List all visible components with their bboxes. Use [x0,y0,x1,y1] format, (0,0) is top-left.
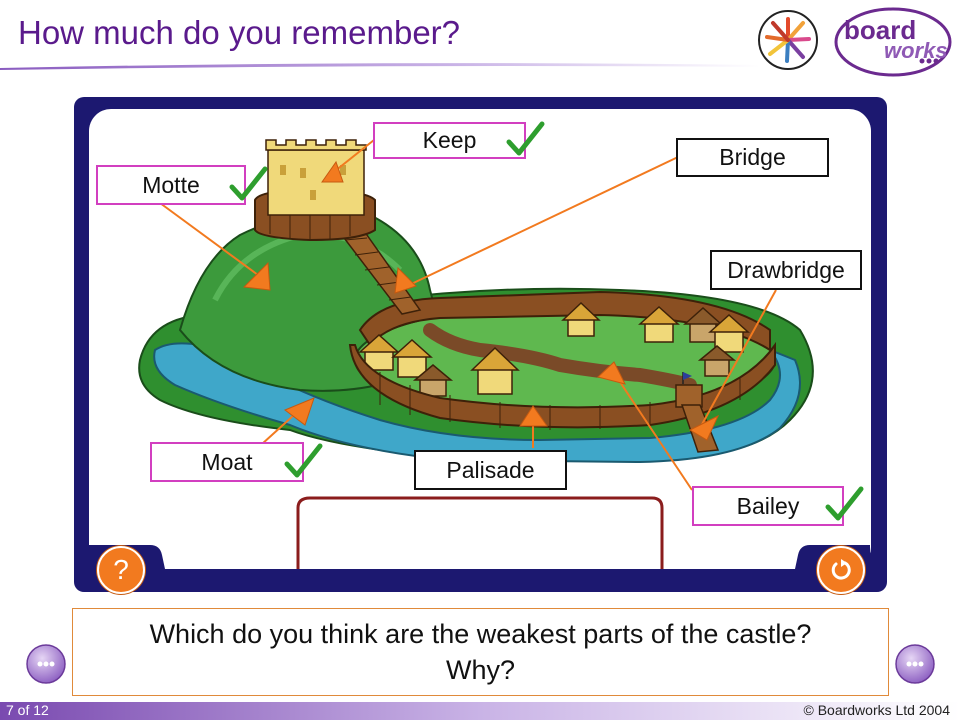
label-bailey[interactable]: Bailey [692,486,844,526]
next-slide-button[interactable] [895,644,935,684]
copyright: © Boardworks Ltd 2004 [803,702,950,718]
previous-slide-button[interactable] [26,644,66,684]
label-palisade[interactable]: Palisade [414,450,567,490]
label-moat[interactable]: Moat [150,442,304,482]
label-bridge[interactable]: Bridge [676,138,829,177]
tick-bailey-icon [824,485,864,525]
tick-keep-icon [505,120,545,160]
label-motte[interactable]: Motte [96,165,246,205]
help-icon: ? [113,554,129,586]
reset-icon [828,557,854,583]
page-counter: 7 of 12 [6,702,49,718]
tick-moat-icon [283,442,323,482]
help-button[interactable]: ? [97,546,145,594]
question-box: Which do you think are the weakest parts… [72,608,889,696]
label-keep[interactable]: Keep [373,122,526,159]
question-line-1: Which do you think are the weakest parts… [73,616,888,652]
reset-button[interactable] [817,546,865,594]
tick-motte-icon [228,165,268,205]
question-line-2: Why? [73,652,888,688]
label-drawbridge[interactable]: Drawbridge [710,250,862,290]
